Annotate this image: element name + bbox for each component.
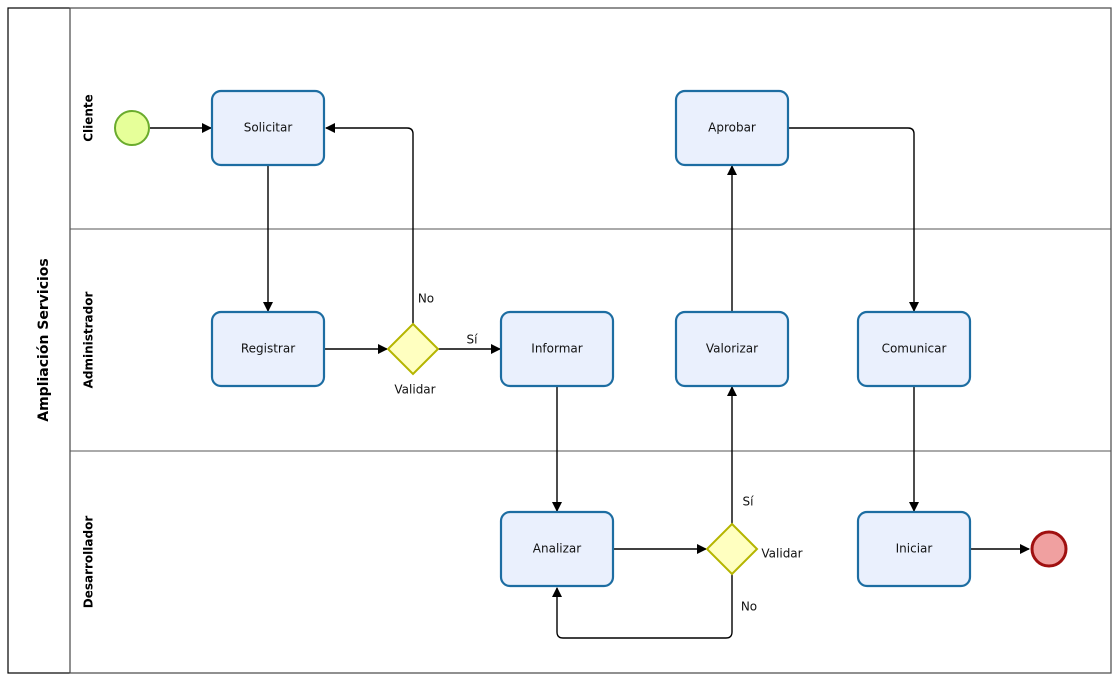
start-event (114, 110, 150, 146)
flow-gateway-no-to-solicitar (325, 123, 414, 324)
gateway-label: Validar (394, 383, 435, 397)
task-solicitar: Solicitar (210, 89, 326, 167)
lane-label-cliente: Cliente (82, 94, 96, 142)
task-aprobar: Aprobar (674, 89, 790, 167)
task-label: Valorizar (706, 342, 758, 356)
task-informar: Informar (499, 310, 615, 388)
gateway-label: Validar (761, 547, 802, 561)
task-label: Registrar (241, 342, 295, 356)
task-analizar: Analizar (499, 510, 615, 588)
task-valorizar: Valorizar (674, 310, 790, 388)
sequence-flows (150, 123, 1030, 639)
lane-label-desarrollador: Desarrollador (82, 516, 96, 609)
gateway-yes-label: Sí (743, 495, 755, 509)
gateway-no-label: No (741, 600, 757, 614)
end-event (1030, 530, 1068, 568)
gateway-yes-label: Sí (467, 333, 479, 347)
task-label: Solicitar (244, 121, 293, 135)
flow-aprobar-to-comunicar (788, 127, 919, 312)
task-label: Aprobar (708, 121, 756, 135)
flow-gateway-no-to-analizar (552, 574, 733, 639)
gateway-admin-validar: Validar No Sí (386, 292, 479, 397)
lane-desarrollador: Desarrollador (69, 450, 1112, 674)
gateway-dev-validar: Validar Sí No (705, 495, 803, 614)
task-registrar: Registrar (210, 310, 326, 388)
gateway-no-label: No (418, 292, 434, 306)
lane-label-administrador: Administrador (82, 292, 96, 389)
task-label: Informar (531, 342, 582, 356)
task-iniciar: Iniciar (856, 510, 972, 588)
task-label: Comunicar (882, 342, 947, 356)
pool-label: Ampliación Servicios (36, 258, 52, 422)
task-label: Iniciar (896, 542, 933, 556)
task-label: Analizar (533, 542, 581, 556)
task-comunicar: Comunicar (856, 310, 972, 388)
